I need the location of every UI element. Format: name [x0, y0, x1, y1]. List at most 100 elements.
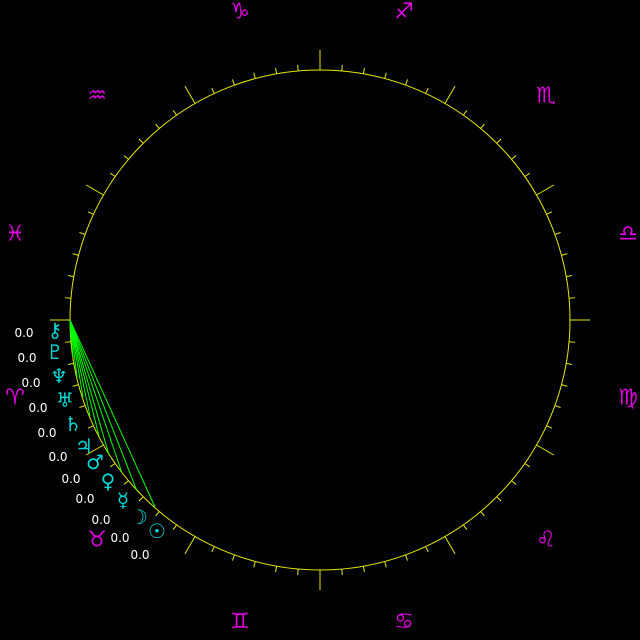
degree-tick — [123, 480, 129, 485]
sign-capricorn-icon: ♑ — [230, 0, 250, 25]
planet-line-jupiter — [69, 319, 91, 417]
degree-tick — [561, 384, 568, 387]
degree-tick — [511, 155, 517, 160]
planet-line-mercury — [69, 319, 123, 474]
sign-virgo-icon: ♍ — [618, 386, 638, 411]
degree-tick — [554, 405, 561, 409]
sign-libra-icon: ♎ — [618, 222, 638, 247]
sign-cancer-icon: ♋ — [394, 610, 414, 635]
degree-tick — [87, 211, 94, 215]
planet-degree-mercury: 0.0 — [91, 513, 110, 527]
degree-tick — [72, 384, 79, 387]
planet-sun-icon: ☉ — [148, 519, 166, 543]
sign-leo-icon: ♌ — [536, 528, 556, 553]
degree-tick — [425, 546, 429, 553]
planet-line-moon — [69, 319, 138, 492]
planet-mercury-icon: ☿ — [117, 488, 129, 512]
sign-gemini-icon: ♊ — [230, 610, 250, 635]
degree-tick — [297, 64, 299, 71]
degree-tick — [524, 172, 530, 178]
planet-chiron-icon: ⚷ — [48, 318, 63, 342]
degree-tick — [172, 524, 178, 530]
degree-tick — [554, 231, 561, 235]
degree-tick — [569, 341, 576, 343]
degree-tick — [405, 554, 409, 561]
degree-tick — [496, 138, 502, 144]
sign-boundary-tick — [184, 85, 196, 104]
degree-tick — [231, 79, 235, 86]
planet-degree-pluto: 0.0 — [17, 351, 36, 365]
degree-tick — [384, 72, 387, 79]
degree-tick — [524, 462, 530, 468]
degree-tick — [569, 297, 576, 299]
planet-degree-jupiter: 0.0 — [48, 450, 67, 464]
planet-degree-saturn: 0.0 — [37, 426, 56, 440]
planet-degree-chiron: 0.0 — [14, 326, 33, 340]
sign-aries-icon: ♈ — [5, 386, 25, 411]
planet-venus-icon: ♀ — [101, 469, 116, 493]
zodiac-signs: ♈ ♉ ♊ ♋ ♌ ♍ ♎ ♏ ♐ ♑ ♒ ♓ — [5, 0, 638, 635]
degree-tick — [462, 524, 468, 530]
sign-scorpio-icon: ♏ — [536, 84, 556, 109]
degree-tick — [211, 87, 215, 94]
planet-line-venus — [69, 319, 110, 456]
planet-line-sun — [69, 319, 156, 508]
planet-moon-icon: ☽ — [130, 505, 148, 529]
degree-tick — [211, 546, 215, 553]
planet-degree-mars: 0.0 — [61, 472, 80, 486]
wheel-circle — [69, 69, 571, 571]
planet-degree-sun: 0.0 — [130, 548, 149, 562]
planet-degree-labels: 0.00.00.00.00.00.00.00.00.00.00.0 — [14, 326, 149, 562]
degree-tick — [155, 123, 160, 129]
degree-tick — [67, 275, 74, 278]
planet-line-mars — [69, 319, 100, 437]
degree-tick — [72, 253, 79, 256]
degree-tick — [123, 155, 129, 160]
sign-boundary-tick — [536, 184, 555, 196]
degree-tick — [87, 425, 94, 429]
degree-tick — [138, 138, 144, 144]
sign-boundary-tick — [184, 536, 196, 555]
degree-tick — [561, 253, 568, 256]
degree-tick — [566, 362, 573, 365]
degree-tick — [64, 297, 71, 299]
sign-sagittarius-icon: ♐ — [394, 0, 414, 25]
degree-tick — [384, 561, 387, 568]
planet-mars-icon: ♂ — [86, 450, 104, 474]
degree-tick — [67, 362, 74, 365]
degree-tick — [297, 569, 299, 576]
degree-tick — [275, 67, 278, 74]
planet-degree-venus: 0.0 — [75, 492, 94, 506]
degree-tick — [496, 496, 502, 502]
degree-tick — [480, 511, 485, 517]
planet-glyphs: ⚷♇♆♅♄♃♂♀☿☽☉ — [46, 318, 166, 543]
degree-tick — [110, 172, 116, 178]
degree-tick — [462, 110, 468, 116]
planet-degree-neptune: 0.0 — [21, 376, 40, 390]
sign-aquarius-icon: ♒ — [87, 84, 107, 109]
planet-degree-moon: 0.0 — [110, 531, 129, 545]
degree-tick — [64, 341, 71, 343]
planet-degree-uranus: 0.0 — [28, 401, 47, 415]
sign-taurus-icon: ♉ — [87, 528, 107, 553]
degree-tick — [511, 480, 517, 485]
planet-uranus-icon: ♅ — [56, 388, 74, 412]
sign-pisces-icon: ♓ — [5, 222, 25, 247]
degree-tick — [231, 554, 235, 561]
planet-lines — [69, 319, 156, 508]
degree-tick — [566, 275, 573, 278]
degree-tick — [362, 566, 365, 573]
degree-tick — [425, 87, 429, 94]
planet-jupiter-icon: ♃ — [75, 434, 93, 458]
degree-tick — [341, 64, 343, 71]
sign-boundary-tick — [85, 444, 104, 456]
degree-ticks — [50, 50, 590, 590]
degree-tick — [253, 561, 256, 568]
sign-boundary-tick — [85, 184, 104, 196]
degree-tick — [155, 511, 160, 517]
degree-tick — [546, 211, 553, 215]
planet-pluto-icon: ♇ — [46, 340, 64, 364]
degree-tick — [79, 405, 86, 409]
degree-tick — [480, 123, 485, 129]
planet-saturn-icon: ♄ — [64, 412, 82, 436]
